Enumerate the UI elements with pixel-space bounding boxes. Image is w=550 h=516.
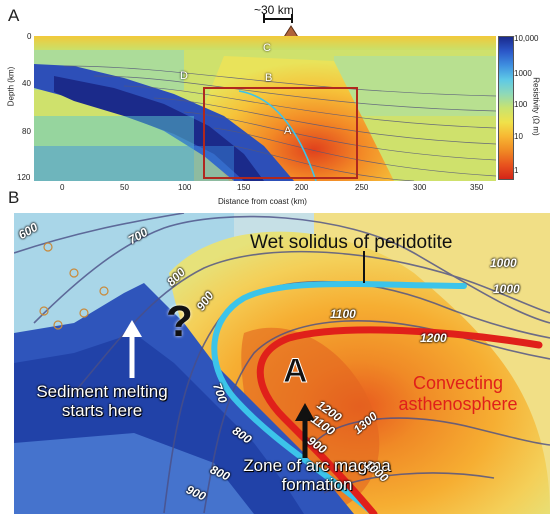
sediment-label: Sediment melting starts here <box>36 382 168 420</box>
x-tick: 50 <box>120 183 129 192</box>
zone-label: Zone of arc magma formation <box>243 456 391 494</box>
y-tick: 80 <box>22 127 31 136</box>
zoom-section <box>14 213 550 514</box>
colorbar-tick: 1 <box>514 166 519 175</box>
scale-bar <box>263 18 293 20</box>
x-tick: 350 <box>470 183 484 192</box>
isotherm-label: 1000 <box>490 256 517 270</box>
panel-a-letter: A <box>8 6 20 25</box>
x-tick: 150 <box>237 183 251 192</box>
point-label-b: B <box>265 72 273 84</box>
distance-axis-label: Distance from coast (km) <box>218 197 307 206</box>
colorbar-tick: 10 <box>514 132 523 141</box>
depth-axis-label: Depth (km) <box>6 66 16 107</box>
point-label-a: A <box>284 125 292 137</box>
scale-bar-left-cap <box>263 14 265 23</box>
scale-label: ~30 km <box>254 3 294 17</box>
colorbar-tick: 1000 <box>514 69 532 78</box>
point-label-d: D <box>180 70 188 82</box>
point-label-c: C <box>263 42 271 54</box>
scale-bar-right-cap <box>291 14 293 23</box>
colorbar-label: Resistivity (Ω m) <box>531 77 541 136</box>
panel-b-letter: B <box>8 188 20 207</box>
wet-solidus-label: Wet solidus of peridotite <box>250 232 453 253</box>
isotherm-label: 1100 <box>330 307 356 321</box>
convecting-label: Convecting asthenosphere <box>398 373 518 414</box>
question-mark: ? <box>166 297 193 346</box>
x-tick: 300 <box>413 183 427 192</box>
colorbar-tick: 100 <box>514 100 528 109</box>
resistivity-section <box>34 36 496 181</box>
y-tick: 120 <box>17 173 31 182</box>
colorbar <box>498 36 514 180</box>
x-tick: 250 <box>355 183 369 192</box>
x-tick: 100 <box>178 183 192 192</box>
x-tick: 200 <box>295 183 309 192</box>
point-a-label: A <box>283 352 309 391</box>
y-tick: 0 <box>27 32 32 41</box>
y-tick: 40 <box>22 79 31 88</box>
isotherm-label: 1000 <box>493 282 520 296</box>
colorbar-tick: 10,000 <box>514 34 539 43</box>
isotherm-label: 1200 <box>420 331 447 345</box>
x-tick: 0 <box>60 183 65 192</box>
